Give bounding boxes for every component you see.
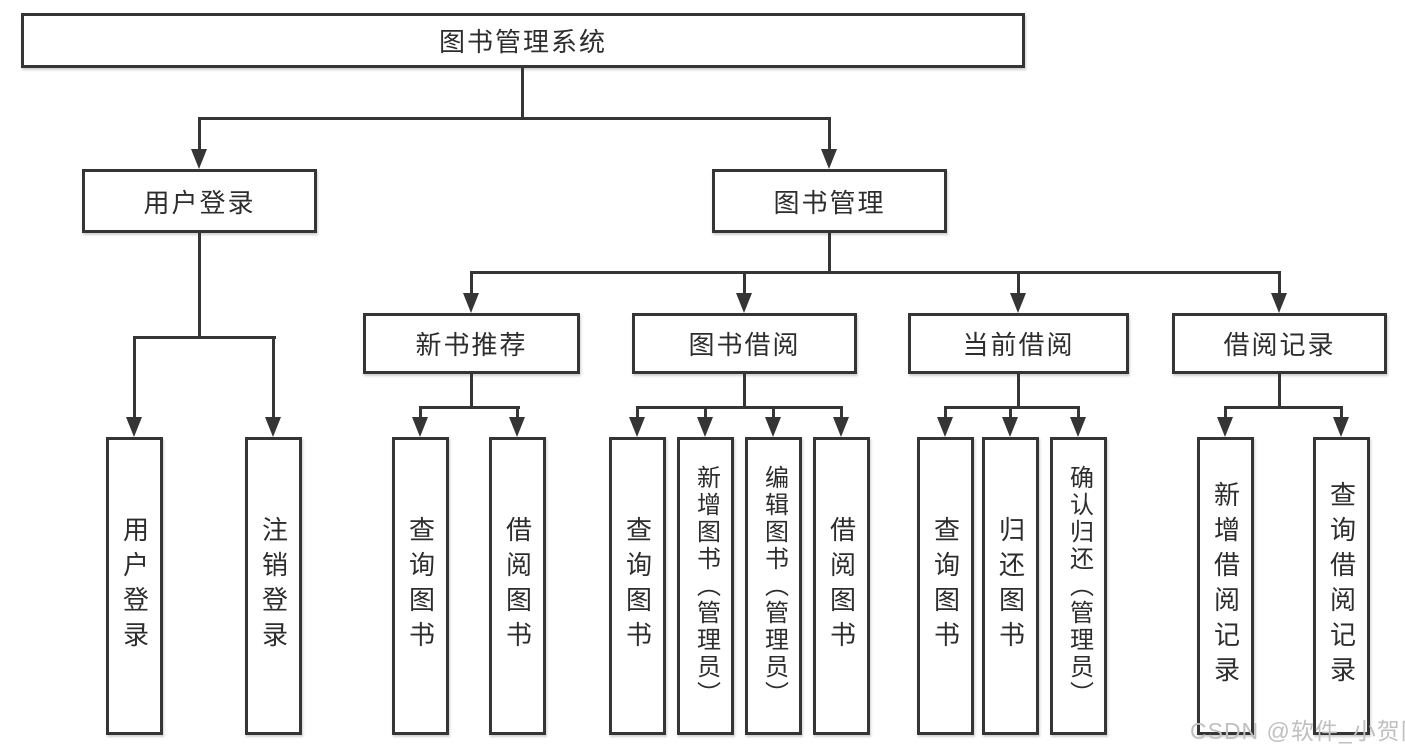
arrow-down-icon [736, 293, 752, 313]
node-book-management: 图书管理 [712, 169, 947, 233]
node-label: 图书管理系统 [438, 27, 607, 57]
leaf-borrow-books-newbooks: 借阅图书 [489, 437, 546, 735]
node-label: 用户登录 [143, 187, 256, 218]
connector-line [1278, 271, 1281, 293]
connector-line [419, 406, 520, 409]
arrow-down-icon [1217, 417, 1233, 437]
connector-line [1224, 406, 1343, 409]
leaf-confirm-return-admin: 确认归还（管理员） [1050, 437, 1107, 735]
node-current-borrowing: 当前借阅 [908, 313, 1129, 374]
leaf-label: 查询借阅记录 [1326, 481, 1357, 691]
connector-line [743, 271, 746, 293]
connector-line [272, 336, 275, 417]
connector-line [1017, 271, 1020, 293]
connector-line [521, 68, 524, 118]
node-borrowing-records: 借阅记录 [1172, 313, 1387, 374]
leaf-label: 编辑图书（管理员） [760, 464, 788, 708]
arrow-down-icon [765, 417, 781, 437]
connector-line [470, 374, 473, 407]
connector-line [1009, 406, 1012, 417]
arrow-down-icon [1333, 417, 1349, 437]
node-label: 新书推荐 [415, 330, 528, 360]
connector-line [828, 117, 831, 149]
node-library-system: 图书管理系统 [21, 13, 1025, 68]
connector-line [198, 117, 831, 120]
node-new-book-recommend: 新书推荐 [363, 313, 580, 374]
node-label: 图书借阅 [688, 330, 801, 360]
leaf-label: 新增图书（管理员） [692, 464, 720, 708]
csdn-watermark: CSDN @软件_小贺同学 [1190, 718, 1405, 744]
connector-line [840, 406, 843, 417]
leaf-label: 查询图书 [622, 516, 653, 656]
arrow-down-icon [126, 417, 142, 437]
leaf-edit-books-admin: 编辑图书（管理员） [745, 437, 802, 735]
connector-line [772, 406, 775, 417]
connector-line [1077, 406, 1080, 417]
arrow-down-icon [833, 417, 849, 437]
leaf-borrow-books-borrowing: 借阅图书 [813, 437, 870, 735]
leaf-label: 借阅图书 [826, 516, 857, 656]
node-user-login: 用户登录 [82, 169, 317, 233]
arrow-down-icon [1070, 417, 1086, 437]
leaf-label: 用户登录 [119, 516, 150, 656]
leaf-add-books-admin: 新增图书（管理员） [677, 437, 734, 735]
node-label: 当前借阅 [962, 330, 1075, 360]
leaf-search-books-current: 查询图书 [917, 437, 974, 735]
connector-line [470, 271, 1281, 274]
connector-line [419, 406, 422, 417]
node-label: 借阅记录 [1223, 330, 1336, 360]
arrow-down-icon [1010, 293, 1026, 313]
connector-line [1340, 406, 1343, 417]
connector-line [198, 233, 201, 339]
leaf-label: 归还图书 [995, 516, 1026, 656]
connector-line [944, 406, 947, 417]
leaf-add-borrow-record: 新增借阅记录 [1197, 437, 1254, 735]
leaf-search-books-newbooks: 查询图书 [392, 437, 449, 735]
arrow-down-icon [697, 417, 713, 437]
leaf-search-books-borrowing: 查询图书 [609, 437, 666, 735]
connector-line [828, 233, 831, 274]
connector-line [1224, 406, 1227, 417]
connector-line [636, 406, 843, 409]
connector-line [636, 406, 639, 417]
leaf-return-books: 归还图书 [982, 437, 1039, 735]
arrow-down-icon [821, 149, 837, 169]
connector-line [516, 406, 519, 417]
node-book-borrowing: 图书借阅 [632, 313, 857, 374]
arrow-down-icon [1271, 293, 1287, 313]
connector-line [704, 406, 707, 417]
arrow-down-icon [191, 149, 207, 169]
arrow-down-icon [1002, 417, 1018, 437]
connector-line [133, 336, 136, 417]
leaf-label: 查询图书 [930, 516, 961, 656]
connector-line [133, 336, 276, 339]
leaf-logout: 注销登录 [245, 437, 302, 735]
leaf-label: 借阅图书 [502, 516, 533, 656]
arrow-down-icon [463, 293, 479, 313]
arrow-down-icon [629, 417, 645, 437]
arrow-down-icon [412, 417, 428, 437]
connector-line [198, 117, 201, 149]
arrow-down-icon [509, 417, 525, 437]
leaf-label: 注销登录 [258, 516, 289, 656]
node-label: 图书管理 [773, 187, 886, 218]
connector-line [1017, 374, 1020, 407]
connector-line [743, 374, 746, 407]
leaf-label: 查询图书 [405, 516, 436, 656]
leaf-search-borrow-record: 查询借阅记录 [1313, 437, 1370, 735]
leaf-user-login: 用户登录 [106, 437, 163, 735]
leaf-label: 新增借阅记录 [1210, 481, 1241, 691]
leaf-label: 确认归还（管理员） [1065, 464, 1093, 708]
arrow-down-icon [265, 417, 281, 437]
arrow-down-icon [937, 417, 953, 437]
connector-line [1278, 374, 1281, 407]
connector-line [944, 406, 1080, 409]
connector-line [470, 271, 473, 293]
